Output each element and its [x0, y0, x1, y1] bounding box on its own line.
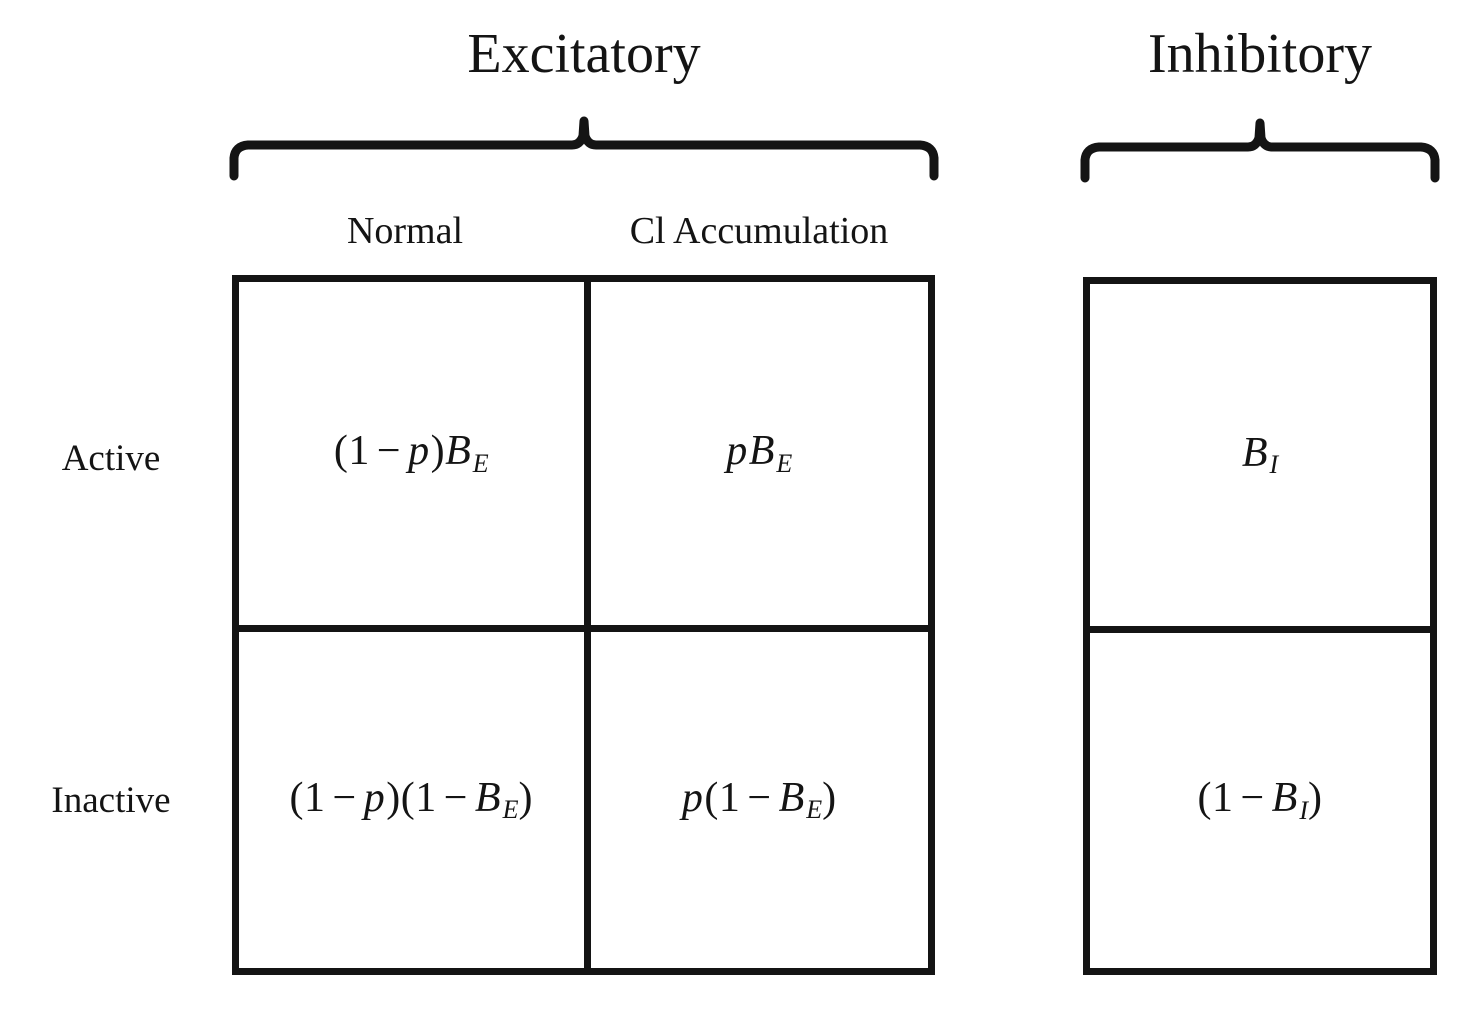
math-one: 1: [1211, 775, 1234, 822]
brace-inhibitory: [1079, 118, 1441, 183]
math-minus: −: [376, 428, 402, 475]
math-B: B: [778, 774, 805, 821]
math-open-paren: (: [704, 774, 719, 821]
math-close-paren: ): [822, 774, 837, 821]
math-one: 1: [415, 774, 437, 821]
math-close-paren: ): [386, 774, 401, 821]
column-label-cl-accumulation: Cl Accumulation: [629, 210, 889, 252]
math-one: 1: [304, 774, 326, 821]
math-p: p: [408, 428, 430, 475]
formula-excitatory-cl-active: pBE: [726, 430, 792, 476]
math-p: p: [363, 774, 386, 821]
math-p: p: [726, 428, 748, 475]
math-open-paren: (: [400, 774, 416, 821]
math-open-paren: (: [289, 774, 305, 821]
row-label-active: Active: [61, 438, 161, 479]
math-subscript-E: E: [472, 448, 489, 478]
math-B: B: [748, 428, 775, 475]
cell-excitatory-cl-inactive: p(1−BE): [583, 625, 928, 968]
math-B: B: [445, 428, 472, 475]
table-excitatory: (1−p)BE pBE (1−p)(1−BE) p(1−BE): [232, 275, 935, 975]
cell-excitatory-cl-active: pBE: [583, 282, 929, 625]
row-label-inactive: Inactive: [51, 780, 171, 821]
math-B: B: [1271, 775, 1298, 822]
math-open-paren: (: [333, 428, 349, 475]
math-p: p: [681, 774, 704, 821]
math-subscript-E: E: [776, 448, 793, 478]
cell-excitatory-normal-inactive: (1−p)(1−BE): [239, 625, 584, 968]
math-one: 1: [718, 774, 741, 821]
table-inhibitory: BI (1−BI): [1083, 277, 1437, 975]
math-subscript-I: I: [1269, 450, 1279, 480]
math-close-paren: ): [518, 774, 533, 821]
formula-excitatory-normal-inactive: (1−p)(1−BE): [290, 777, 533, 823]
math-close-paren: ): [430, 428, 446, 475]
math-open-paren: (: [1197, 775, 1212, 822]
group-title-excitatory: Excitatory: [467, 23, 701, 85]
math-minus: −: [1240, 775, 1265, 822]
column-label-normal: Normal: [346, 210, 464, 252]
formula-inhibitory-active: BI: [1242, 432, 1278, 478]
cell-excitatory-normal-active: (1−p)BE: [239, 282, 584, 625]
formula-inhibitory-inactive: (1−BI): [1197, 777, 1322, 823]
math-subscript-E: E: [806, 795, 823, 825]
group-title-inhibitory: Inhibitory: [1148, 23, 1372, 85]
math-minus: −: [747, 774, 772, 821]
formula-excitatory-normal-active: (1−p)BE: [334, 430, 489, 476]
math-subscript-E: E: [502, 795, 519, 825]
formula-excitatory-cl-inactive: p(1−BE): [682, 777, 837, 823]
cell-inhibitory-active: BI: [1090, 284, 1430, 626]
math-B: B: [474, 774, 502, 821]
math-B: B: [1241, 429, 1268, 476]
math-minus: −: [332, 774, 357, 821]
math-subscript-I: I: [1299, 795, 1308, 825]
math-one: 1: [348, 428, 370, 475]
brace-excitatory: [228, 116, 940, 181]
math-minus: −: [443, 774, 468, 821]
math-close-paren: ): [1308, 775, 1323, 822]
cell-inhibitory-inactive: (1−BI): [1090, 626, 1430, 968]
